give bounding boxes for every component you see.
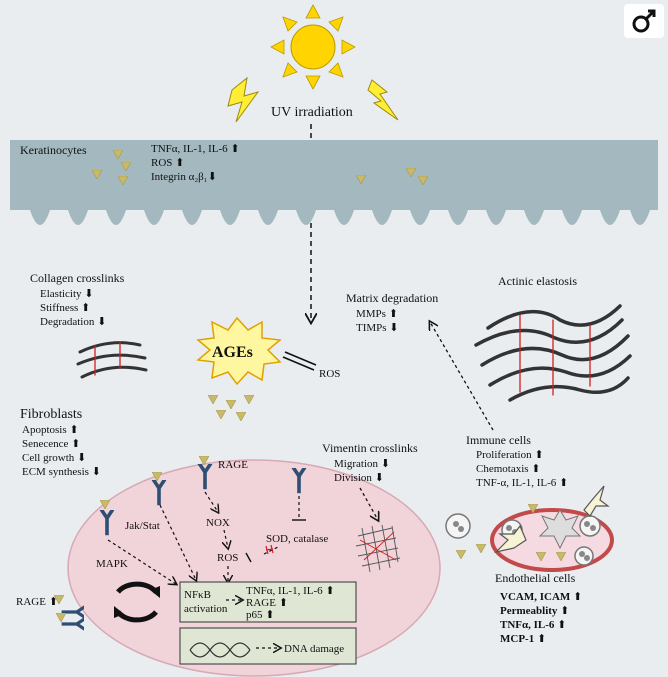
- vimentin-line: Division ⬇: [334, 472, 384, 484]
- fibroblasts-line: ECM synthesis ⬇: [22, 466, 101, 478]
- endothelial-title: Endothelial cells: [495, 571, 576, 585]
- dna-damage-label: DNA damage: [284, 643, 344, 655]
- keratinocytes-line: TNFα, IL-1, IL-6 ⬆: [151, 143, 240, 155]
- ages-ros-label: ROS: [319, 368, 340, 380]
- cycle-icon: [114, 581, 160, 623]
- immune-line: TNF-α, IL-1, IL-6 ⬆: [476, 477, 568, 489]
- cell-mapk-label: MAPK: [96, 558, 128, 570]
- immune-line: Chemotaxis ⬆: [476, 463, 541, 475]
- nfkb-label: activation: [184, 603, 228, 615]
- matrix-line: MMPs ⬆: [356, 308, 398, 320]
- collagen-title: Collagen crosslinks: [30, 271, 125, 285]
- nfkb-output: RAGE ⬆: [246, 597, 288, 609]
- keratinocyte-layer: [10, 140, 658, 225]
- endothelial-line: Permeablity ⬆: [500, 605, 569, 617]
- elastin-fibers-icon: [474, 304, 632, 402]
- ages-label: AGEs: [212, 344, 253, 361]
- immune-title: Immune cells: [466, 433, 531, 447]
- rage-up-label: RAGE ⬆: [16, 596, 58, 608]
- nfkb-box: [179, 581, 357, 623]
- fibroblasts-line: Senecence ⬆: [22, 438, 80, 450]
- collagen-line: Elasticity ⬇: [40, 288, 94, 300]
- fibroblasts-title: Fibroblasts: [20, 407, 82, 422]
- matrix-line: TIMPs ⬇: [356, 322, 399, 334]
- immune-line: Proliferation ⬆: [476, 449, 544, 461]
- nfkb-output: TNFα, IL-1, IL-6 ⬆: [246, 585, 335, 597]
- nfkb-label: NFκB: [184, 589, 211, 601]
- cell-sod-label: SOD, catalase: [266, 533, 328, 545]
- vimentin-line: Migration ⬇: [334, 458, 390, 470]
- cell-jak-label: Jak/Stat: [125, 520, 160, 532]
- matrix-title: Matrix degradation: [346, 291, 438, 305]
- collagen-fibers-icon: [76, 341, 148, 379]
- nfkb-output: p65 ⬆: [246, 609, 274, 621]
- gender-icon[interactable]: [624, 4, 664, 38]
- actinic-title: Actinic elastosis: [498, 274, 577, 288]
- keratinocytes-title: Keratinocytes: [20, 143, 87, 157]
- cell-ros-label: ROS: [217, 552, 238, 564]
- keratinocytes-line: ROS ⬆: [151, 157, 184, 169]
- blood-vessel-icon: [445, 485, 614, 572]
- vimentin-title: Vimentin crosslinks: [322, 441, 418, 455]
- endothelial-line: MCP-1 ⬆: [500, 633, 546, 645]
- collagen-line: Degradation ⬇: [40, 316, 106, 328]
- keratinocytes-line: Integrin α₂β₁⬇: [151, 171, 217, 183]
- cell-rage-label: RAGE: [218, 459, 248, 471]
- vimentin-mesh-icon: [355, 524, 401, 573]
- collagen-line: Stiffness ⬆: [40, 302, 90, 314]
- dna-box: [179, 627, 357, 665]
- ages-burst-icon: [196, 316, 282, 386]
- endothelial-line: VCAM, ICAM ⬆: [500, 591, 582, 603]
- uv-label: UV irradiation: [271, 105, 353, 120]
- cell-nox-label: NOX: [206, 517, 230, 529]
- endothelial-line: TNFα, IL-6 ⬆: [500, 619, 566, 631]
- lightning-icon: [227, 76, 399, 123]
- sun-icon: [270, 4, 356, 90]
- dna-icon: [189, 642, 251, 658]
- fibroblasts-line: Cell growth ⬇: [22, 452, 86, 464]
- fibroblasts-line: Apoptosis ⬆: [22, 424, 79, 436]
